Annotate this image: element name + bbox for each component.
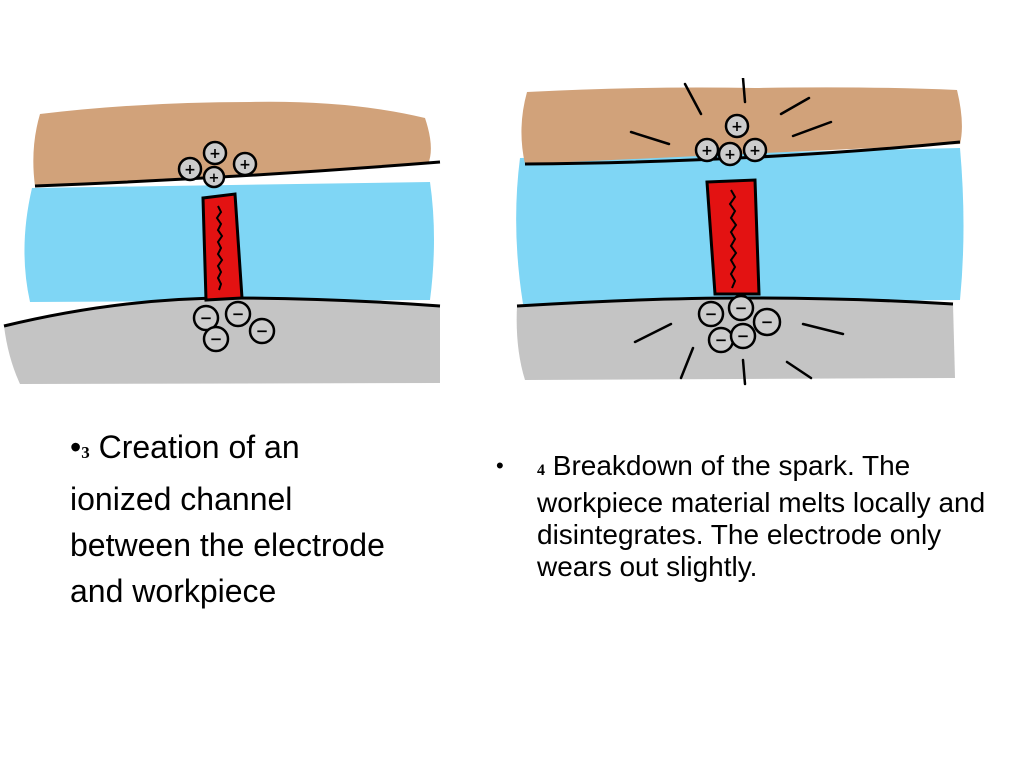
caption-step-3: •3 Creation of an ionized channel betwee… — [70, 424, 400, 614]
electron: − — [202, 325, 230, 353]
ion: + — [232, 151, 258, 177]
svg-text:+: + — [701, 143, 713, 159]
electron: − — [752, 307, 782, 337]
svg-text:+: + — [209, 171, 220, 186]
electron: − — [224, 300, 252, 328]
electron: − — [192, 304, 220, 332]
svg-text:+: + — [731, 119, 743, 135]
svg-text:+: + — [239, 157, 251, 173]
caption-text: Breakdown of the spark. The workpiece ma… — [537, 450, 986, 582]
electrons: − − − − − — [697, 294, 782, 354]
spark-burst-lines-top — [629, 76, 833, 146]
ion: + — [177, 156, 203, 182]
caption-bullet: • — [70, 429, 82, 465]
svg-text:−: − — [761, 313, 774, 331]
caption-bullet: • — [496, 453, 504, 478]
diagram-step-3-svg: + + + + − − − − — [3, 101, 441, 384]
electron: − — [248, 317, 276, 345]
svg-text:−: − — [737, 327, 750, 345]
caption-body: 4 Breakdown of the spark. The workpiece … — [537, 450, 987, 583]
electron: − — [727, 294, 755, 322]
svg-text:−: − — [715, 331, 728, 349]
ion: + — [724, 113, 750, 139]
svg-text:+: + — [749, 143, 761, 159]
electron: − — [707, 326, 735, 354]
electrode-surface-line — [34, 160, 441, 188]
channel-core-line — [215, 205, 224, 291]
svg-text:−: − — [210, 330, 223, 348]
spark-burst-lines-bottom — [633, 322, 845, 386]
svg-text:−: − — [256, 322, 269, 340]
ion: + — [202, 165, 226, 189]
diagram-step-3: + + + + − − − − — [0, 88, 450, 398]
ion: + — [742, 137, 768, 163]
ion: + — [694, 137, 720, 163]
svg-text:−: − — [705, 305, 718, 323]
diagram-step-4-svg: + + + + − − − − − — [516, 76, 964, 386]
svg-text:−: − — [735, 299, 748, 317]
spark-core-line — [728, 189, 738, 289]
caption-text: Creation of an ionized channel between t… — [70, 429, 385, 609]
positive-ions: + + + + — [694, 113, 768, 167]
svg-text:+: + — [184, 162, 196, 178]
step-number: 3 — [81, 443, 90, 462]
electrons: − − − − — [192, 300, 276, 353]
ion: + — [717, 141, 743, 167]
step-number: 4 — [537, 462, 545, 479]
svg-text:+: + — [724, 147, 736, 163]
svg-text:−: − — [200, 309, 213, 327]
ionized-channel — [201, 192, 244, 302]
ion: + — [202, 140, 228, 166]
svg-text:−: − — [232, 305, 245, 323]
electron: − — [729, 322, 757, 350]
svg-text:+: + — [209, 146, 221, 162]
diagram-step-4: + + + + − − − − − — [505, 76, 980, 398]
electrode — [33, 101, 431, 186]
electron: − — [697, 300, 725, 328]
positive-ions: + + + + — [177, 140, 258, 189]
